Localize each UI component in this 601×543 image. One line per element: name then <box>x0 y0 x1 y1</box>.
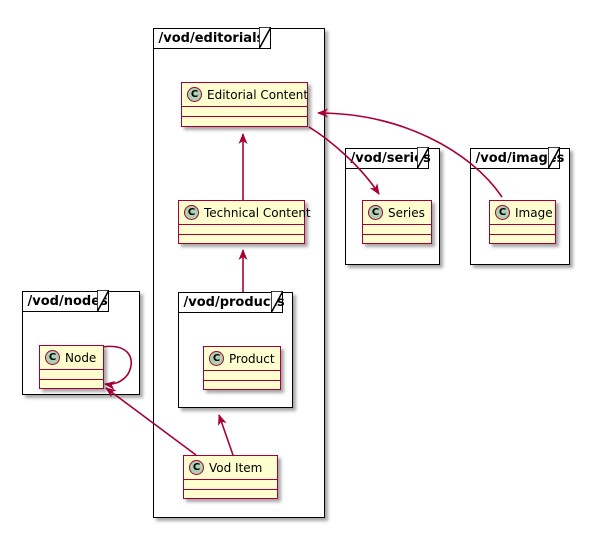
class-technical-content[interactable]: C Technical Content <box>178 200 311 244</box>
class-attributes-compartment <box>184 480 277 490</box>
class-title-vod-item: C Vod Item <box>184 456 277 480</box>
class-attributes-compartment <box>182 107 307 117</box>
class-methods-compartment <box>204 381 280 390</box>
class-stereotype-icon: C <box>368 205 383 220</box>
class-methods-compartment <box>40 380 103 389</box>
class-title-node: C Node <box>40 346 103 370</box>
class-name-node: Node <box>65 350 97 365</box>
class-title-editorial-content: C Editorial Content <box>182 83 309 107</box>
class-product[interactable]: C Product <box>203 346 281 390</box>
class-stereotype-icon: C <box>495 205 510 220</box>
package-tab-vod-products: /vod/products <box>177 291 285 313</box>
folder-tab-corner-icon <box>96 290 109 312</box>
class-name-vod-item: Vod Item <box>209 460 263 475</box>
class-attributes-compartment <box>40 370 103 380</box>
class-title-image: C Image <box>490 201 555 225</box>
package-tab-vod-series: /vod/series <box>344 147 431 169</box>
class-methods-compartment <box>363 235 431 244</box>
class-series[interactable]: C Series <box>362 200 432 244</box>
class-stereotype-icon: C <box>187 87 202 102</box>
package-label-vod-editorials: /vod/editorials <box>158 30 265 46</box>
package-label-vod-nodes: /vod/nodes <box>27 293 108 309</box>
package-tab-vod-editorials: /vod/editorials <box>152 27 271 49</box>
package-tab-vod-nodes: /vod/nodes <box>21 290 109 312</box>
folder-tab-corner-icon <box>270 291 283 313</box>
class-vod-item[interactable]: C Vod Item <box>183 455 278 499</box>
class-editorial-content[interactable]: C Editorial Content <box>181 82 308 127</box>
class-attributes-compartment <box>490 225 555 235</box>
class-attributes-compartment <box>204 371 280 381</box>
class-title-series: C Series <box>363 201 431 225</box>
class-image[interactable]: C Image <box>489 200 556 244</box>
class-title-product: C Product <box>204 347 280 371</box>
class-title-technical-content: C Technical Content <box>179 201 311 225</box>
class-name-product: Product <box>229 351 275 366</box>
class-stereotype-icon: C <box>45 350 60 365</box>
package-tab-vod-images: /vod/images <box>469 147 564 169</box>
class-methods-compartment <box>184 490 277 499</box>
class-attributes-compartment <box>179 225 304 235</box>
folder-tab-corner-icon <box>547 147 560 169</box>
class-node[interactable]: C Node <box>39 345 104 389</box>
class-methods-compartment <box>182 117 307 126</box>
class-stereotype-icon: C <box>209 351 224 366</box>
folder-tab-corner-icon <box>416 147 429 169</box>
class-methods-compartment <box>490 235 555 244</box>
class-methods-compartment <box>179 235 304 244</box>
class-name-editorial-content: Editorial Content <box>207 87 309 102</box>
class-attributes-compartment <box>363 225 431 235</box>
class-name-image: Image <box>515 205 553 220</box>
folder-tab-corner-icon <box>258 27 271 49</box>
class-name-series: Series <box>388 205 425 220</box>
class-stereotype-icon: C <box>189 460 204 475</box>
package-label-vod-products: /vod/products <box>183 294 285 310</box>
class-name-technical-content: Technical Content <box>204 205 311 220</box>
class-stereotype-icon: C <box>184 205 199 220</box>
